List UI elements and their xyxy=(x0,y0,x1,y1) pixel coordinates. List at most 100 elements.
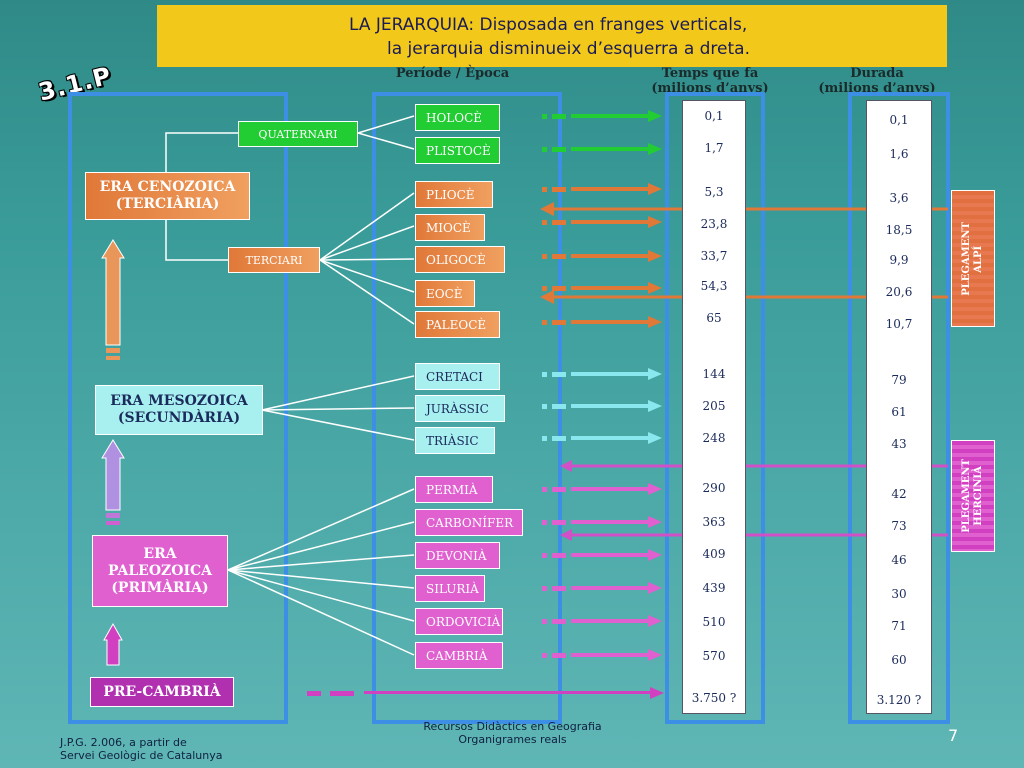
period-arrow xyxy=(648,282,662,294)
temps-value: 510 xyxy=(702,615,726,629)
durada-value: 73 xyxy=(891,519,907,533)
period-arrow xyxy=(648,615,662,627)
period-arrow xyxy=(648,649,662,661)
period-box: EOCÈ xyxy=(415,280,475,307)
period-box: MIOCÈ xyxy=(415,214,485,241)
period-arrow xyxy=(571,187,651,191)
period-arrow xyxy=(542,553,547,558)
period-arrow xyxy=(552,114,566,119)
period-arrow xyxy=(542,147,547,152)
frame-durada xyxy=(848,92,950,724)
period-arrow xyxy=(571,286,651,290)
period-arrow xyxy=(648,582,662,594)
frame-eras xyxy=(68,92,288,724)
period-arrow xyxy=(552,619,566,624)
plegament-hercinia-line1: PLEGAMENT xyxy=(961,459,972,533)
temps-value: 1,7 xyxy=(704,141,724,155)
plegament-alpi-line1: PLEGAMENT xyxy=(961,221,972,296)
period-arrow xyxy=(552,187,566,192)
period-arrow xyxy=(552,404,566,409)
era-mesozoica-line1: ERA MESOZOICA xyxy=(110,393,248,409)
temps-value: 409 xyxy=(702,547,726,561)
period-arrow xyxy=(552,254,566,259)
title-line-1: LA JERARQUIA: Disposada en franges verti… xyxy=(349,15,748,35)
durada-value: 0,1 xyxy=(889,113,909,127)
title-banner: LA JERARQUIA: Disposada en franges verti… xyxy=(157,5,947,67)
period-arrow xyxy=(571,147,651,151)
sub-quaternari: QUATERNARI xyxy=(238,121,358,147)
period-arrows xyxy=(542,110,662,661)
period-arrow xyxy=(542,114,547,119)
temps-value: 65 xyxy=(706,311,722,325)
period-arrow xyxy=(552,520,566,525)
period-arrow xyxy=(571,220,651,224)
period-arrow xyxy=(542,404,547,409)
period-box: CARBONÍFER xyxy=(415,509,523,536)
period-arrow xyxy=(552,487,566,492)
era-mesozoica: ERA MESOZOICA(SECUNDÀRIA) xyxy=(95,385,263,435)
temps-value: 3.750 ? xyxy=(691,691,737,705)
period-arrow xyxy=(542,487,547,492)
period-box: PALEOCÈ xyxy=(415,311,500,338)
period-arrow xyxy=(648,250,662,262)
durada-value: 9,9 xyxy=(889,253,909,267)
durada-value: 1,6 xyxy=(889,147,909,161)
period-arrow xyxy=(648,368,662,380)
period-box: HOLOCÈ xyxy=(415,104,500,131)
temps-value: 439 xyxy=(702,581,726,595)
temps-value: 570 xyxy=(702,649,726,663)
period-arrow xyxy=(571,404,651,408)
temps-value: 290 xyxy=(702,481,726,495)
plegament-hercinia-line2: HERCINIÀ xyxy=(973,466,984,526)
period-arrow xyxy=(552,372,566,377)
era-paleozoica-line2: PALEOZOICA xyxy=(107,562,213,579)
period-arrow xyxy=(648,316,662,328)
temps-value: 5,3 xyxy=(704,185,724,199)
temps-value: 54,3 xyxy=(700,279,728,293)
period-box: PLISTOCÈ xyxy=(415,137,500,164)
title-line-2: la jerarquia disminueix d’esquerra a dre… xyxy=(387,39,750,59)
precambria-arrow xyxy=(307,687,664,699)
durada-value: 20,6 xyxy=(885,285,913,299)
period-arrow xyxy=(552,220,566,225)
era-mesozoica-line2: (SECUNDÀRIA) xyxy=(117,410,241,426)
durada-value: 71 xyxy=(891,619,907,633)
plegament-alpi-line2: ALPÍ xyxy=(973,245,984,272)
line-cenozoica-terciari xyxy=(165,220,228,261)
period-arrow xyxy=(571,653,651,657)
durada-value: 43 xyxy=(891,437,907,451)
era-cenozoica-line1: ERA CENOZOICA xyxy=(99,179,236,195)
period-box: PLIOCÈ xyxy=(415,181,493,208)
period-box: TRIÀSIC xyxy=(415,427,495,454)
period-arrow xyxy=(648,183,662,195)
period-box: ORDOVICIÀ xyxy=(415,608,503,635)
period-arrow xyxy=(648,549,662,561)
temps-value: 23,8 xyxy=(700,217,728,231)
era-cenozoica-line2: (TERCIÀRIA) xyxy=(115,196,220,212)
era-cenozoica: ERA CENOZOICA(TERCIÀRIA) xyxy=(85,172,250,220)
period-arrow xyxy=(571,320,651,324)
header-temps-line1: Temps que fa xyxy=(661,66,759,81)
period-arrow xyxy=(648,400,662,412)
period-arrow xyxy=(552,436,566,441)
period-arrow xyxy=(542,372,547,377)
period-box: JURÀSSIC xyxy=(415,395,505,422)
era-paleozoica-line3: (PRIMÀRIA) xyxy=(111,579,209,596)
period-arrow xyxy=(571,520,651,524)
period-arrow xyxy=(552,653,566,658)
period-arrow xyxy=(542,254,547,259)
footer-credit-line2: Servei Geològic de Catalunya xyxy=(60,749,223,762)
footer-source-line2: Organigrames reals xyxy=(458,733,567,746)
line-cenozoica-quaternari xyxy=(165,132,238,173)
page-number: 7 xyxy=(948,726,959,745)
period-arrow xyxy=(542,220,547,225)
temps-value: 144 xyxy=(702,367,726,381)
period-arrow xyxy=(552,586,566,591)
durada-value: 10,7 xyxy=(885,317,913,331)
era-precambria: PRE-CAMBRIÀ xyxy=(90,677,234,707)
period-box: CAMBRIÀ xyxy=(415,642,503,669)
